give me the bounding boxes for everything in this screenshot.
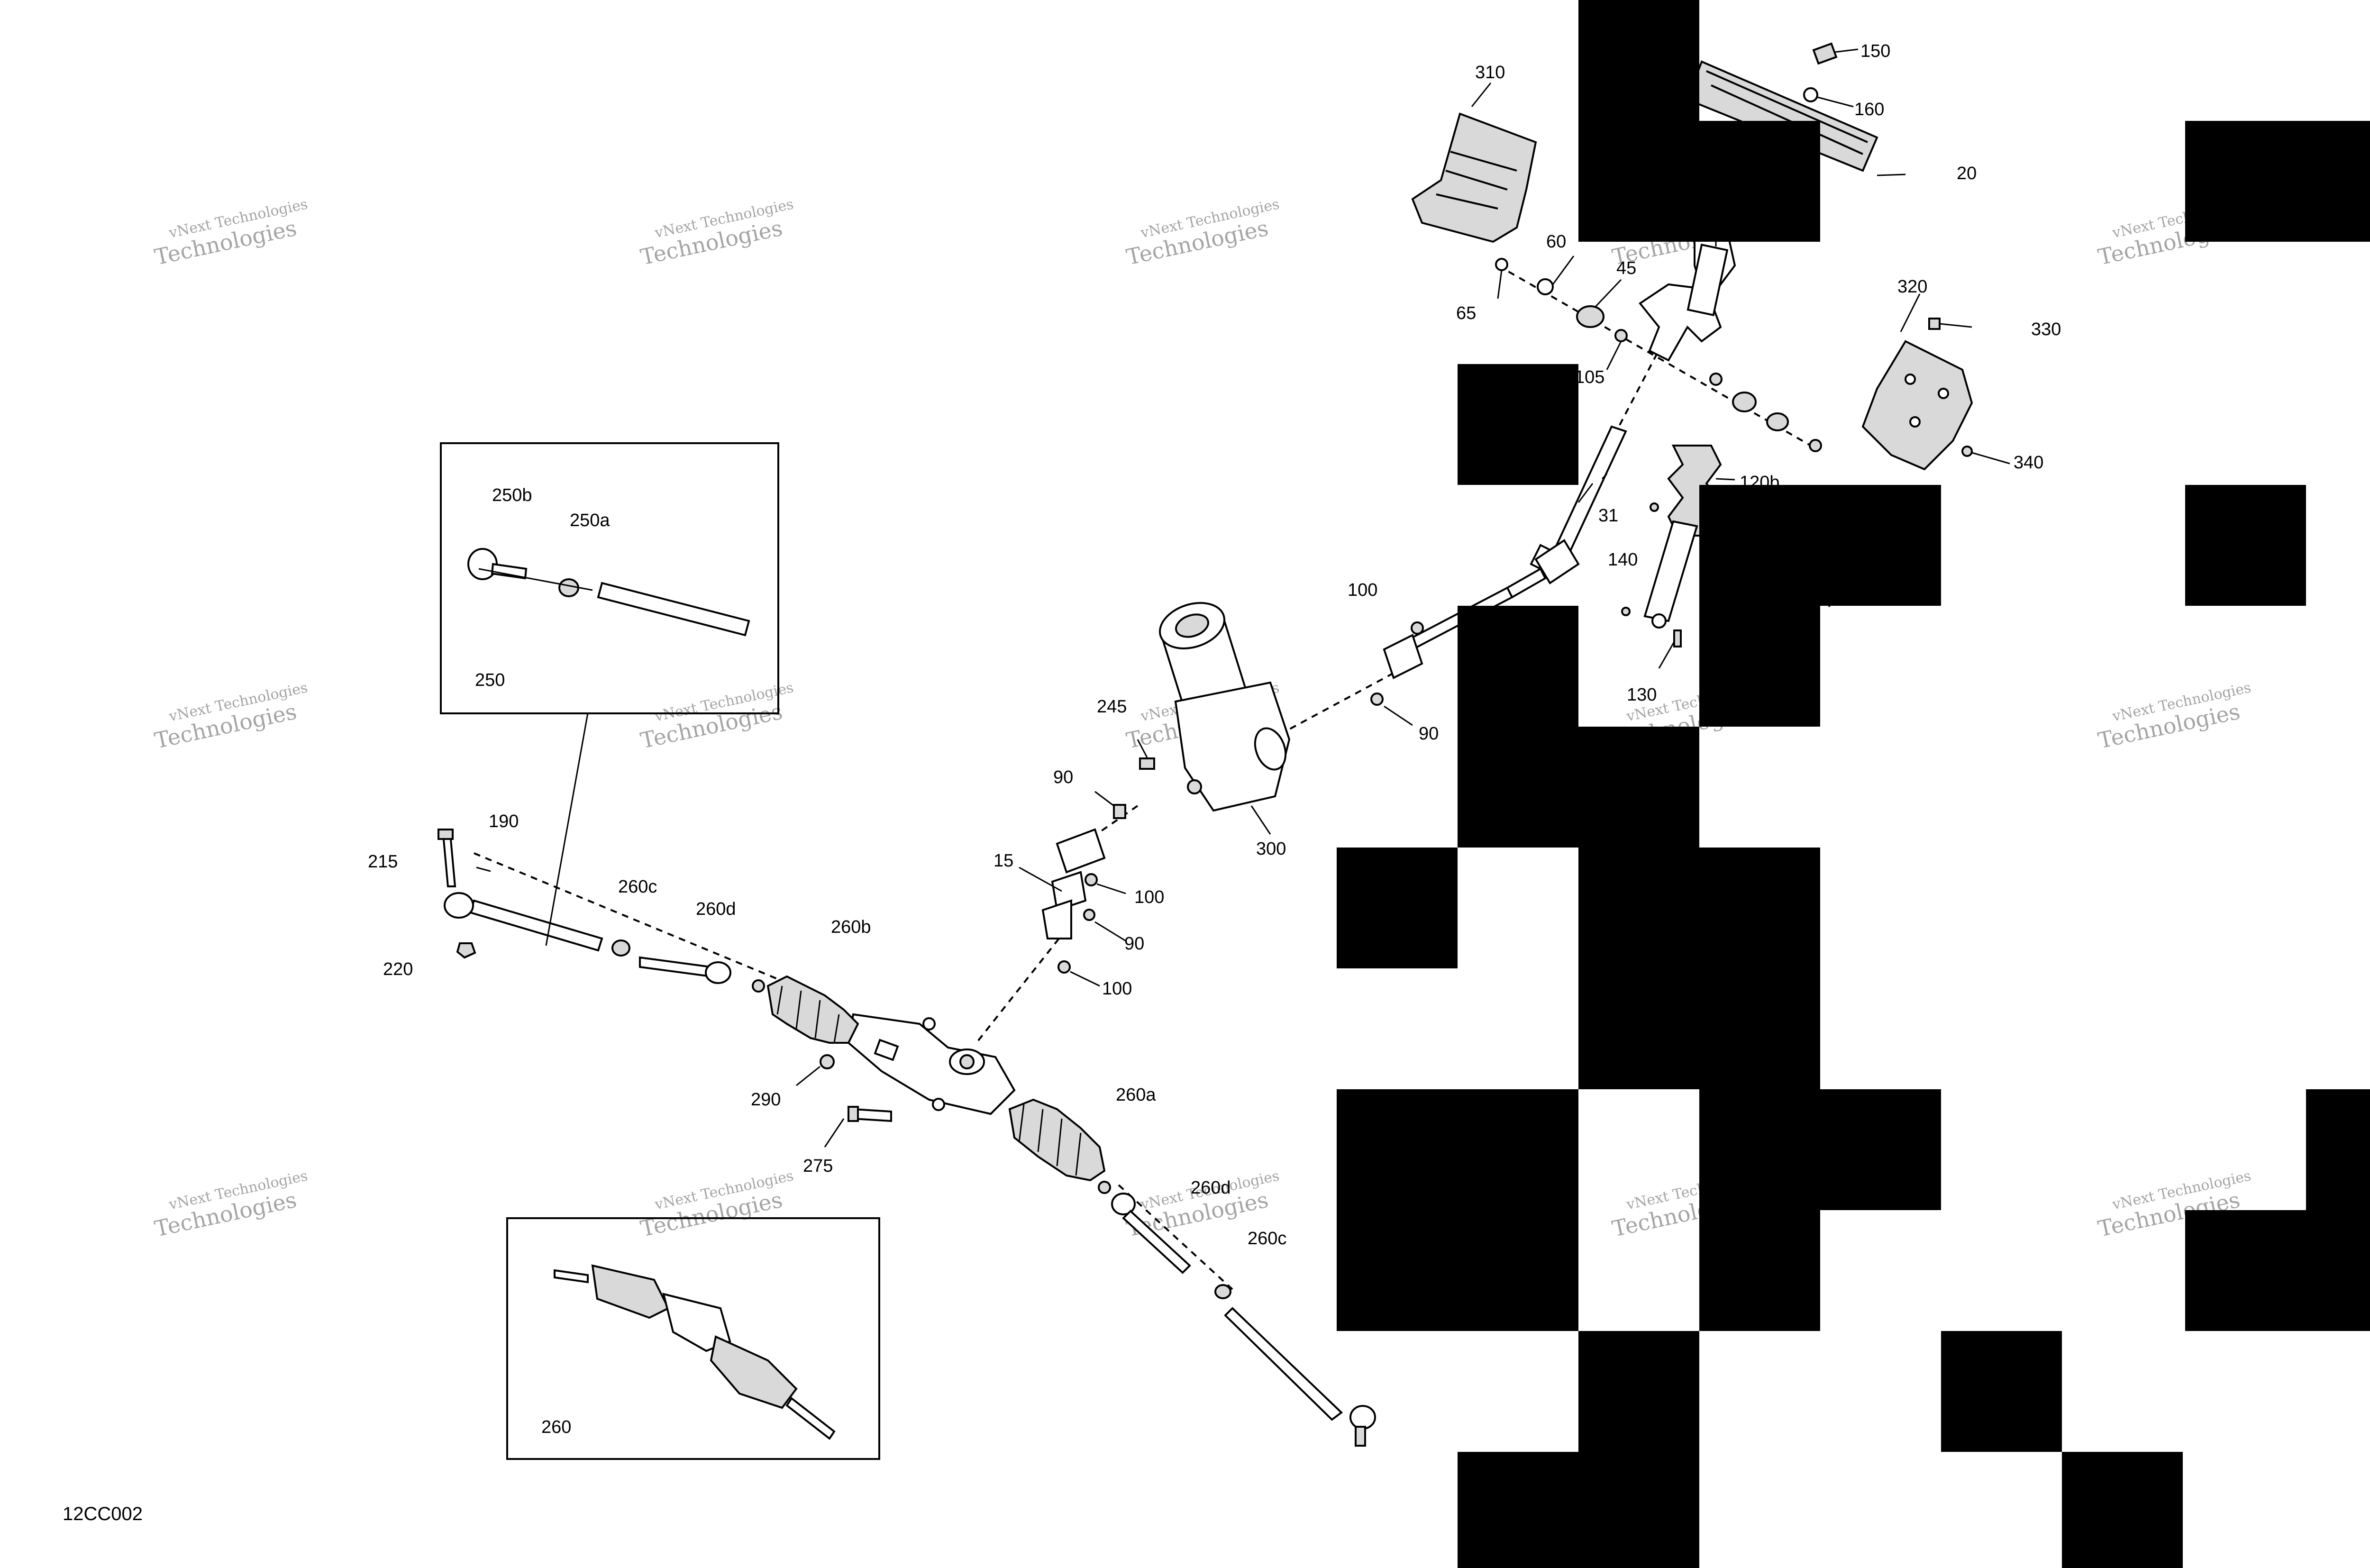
- callout-245: 245: [1097, 697, 1127, 717]
- document-id: 12CC002: [63, 1504, 143, 1524]
- tilt-bracket: [1639, 243, 1729, 362]
- nut-100-low: [1057, 960, 1100, 987]
- bolt-275: [824, 1106, 892, 1148]
- callout-260d-left: 260d: [696, 899, 736, 919]
- callout-260: 260: [541, 1417, 571, 1437]
- screw-330: [1928, 318, 1972, 330]
- watermark: vNext Technologies Technologies: [152, 1167, 309, 1241]
- watermark: vNext Technologies Technologies: [638, 196, 795, 270]
- bolt-90-low: [1083, 909, 1126, 942]
- spacer-60: [1537, 255, 1575, 295]
- callout-45: 45: [1616, 258, 1636, 278]
- eps-motor-300: [1158, 602, 1291, 835]
- callout-260b: 260b: [831, 917, 871, 937]
- jam-nut-260c-right: [1214, 1284, 1231, 1299]
- callout-320: 320: [1897, 277, 1927, 297]
- bushing-45: [1576, 279, 1622, 328]
- callout-100-mid: 100: [1134, 887, 1164, 907]
- callout-260c-right: 260c: [1248, 1229, 1286, 1249]
- callout-250b: 250b: [492, 485, 532, 505]
- universal-joint-15: [1019, 828, 1106, 939]
- nut-105: [1606, 329, 1628, 370]
- watermark: vNext Technologies Technologies: [2096, 679, 2252, 753]
- outer-tie-rod-right: [1224, 1307, 1376, 1447]
- watermark: vNext Technologies Technologies: [152, 679, 309, 753]
- wheel-bolt-150: [1812, 42, 1859, 65]
- nut-290: [796, 1054, 835, 1086]
- watermark: vNext Technologies Technologies: [1124, 196, 1281, 270]
- callout-90-mid: 90: [1053, 767, 1073, 787]
- callout-100-low: 100: [1102, 979, 1132, 999]
- callout-190: 190: [489, 811, 519, 831]
- damper-140: [1621, 502, 1698, 629]
- callout-250a: 250a: [570, 511, 610, 530]
- callout-60: 60: [1546, 232, 1566, 252]
- inset-tie-rod-250: [440, 442, 779, 946]
- callout-31: 31: [1598, 506, 1618, 526]
- boot-260b: [766, 975, 859, 1044]
- callout-340: 340: [2014, 453, 2043, 473]
- jam-nut-260c-left: [611, 939, 630, 957]
- callout-100-top: 100: [1348, 580, 1377, 600]
- pin-190: [476, 866, 491, 872]
- callout-260c-left: 260c: [618, 877, 657, 897]
- inset-rack-260: [506, 1217, 880, 1460]
- callout-300: 300: [1256, 839, 1286, 859]
- callout-15: 15: [994, 851, 1013, 871]
- bolt-215: [438, 829, 456, 887]
- boot-260a: [1008, 1098, 1106, 1182]
- watermark: vNext Technologies Technologies: [152, 196, 309, 270]
- bracket-hardware: [1709, 373, 1822, 452]
- watermark: vNext Technologies Technologies: [638, 1167, 795, 1241]
- clamp-small-right: [1098, 1181, 1111, 1194]
- clamp-small-left: [752, 979, 765, 993]
- column-cover-310: [1411, 82, 1537, 243]
- nut-100-mid: [1085, 873, 1126, 894]
- inner-tie-rod-right: [1111, 1193, 1191, 1274]
- callout-65: 65: [1456, 303, 1476, 323]
- screw-340: [1961, 446, 2010, 465]
- callout-330: 330: [2031, 319, 2061, 339]
- nut-220: [456, 942, 476, 959]
- nut-100-top: [1370, 693, 1413, 726]
- callout-250: 250: [475, 670, 505, 690]
- outer-tie-rod-left: [444, 892, 603, 952]
- callout-20: 20: [1957, 164, 1977, 183]
- callout-260a: 260a: [1116, 1085, 1156, 1105]
- callout-labels: 150 160 20 310 60 45 65 105 320 330 340 …: [368, 41, 2061, 1437]
- bolt-245: [1137, 739, 1155, 770]
- callout-220: 220: [383, 959, 413, 979]
- callout-130: 130: [1627, 685, 1657, 705]
- callout-90-low: 90: [1124, 934, 1144, 954]
- watermark: vNext Technologies Technologies: [638, 679, 795, 753]
- bolt-90-top: [1411, 621, 1424, 635]
- bolt-130: [1658, 629, 1682, 669]
- column-cover-320: [1861, 293, 1973, 471]
- callout-90-top: 90: [1419, 724, 1439, 744]
- wheel-washer-160: [1803, 87, 1854, 108]
- callout-215: 215: [368, 852, 398, 872]
- callout-160: 160: [1854, 100, 1884, 119]
- callout-105: 105: [1575, 367, 1604, 387]
- callout-290: 290: [751, 1090, 781, 1110]
- steering-rack: [847, 1013, 1016, 1115]
- redaction-blocks: [1337, 0, 2370, 1568]
- bolt-65: [1495, 258, 1508, 299]
- callout-150: 150: [1860, 41, 1890, 61]
- callout-310: 310: [1475, 63, 1505, 82]
- bolt-90-mid: [1094, 791, 1126, 819]
- callout-140: 140: [1608, 550, 1638, 570]
- inner-tie-rod-left: [639, 956, 731, 984]
- callout-120b: 120b: [1740, 473, 1780, 492]
- callout-260d-right: 260d: [1191, 1178, 1231, 1198]
- callout-275: 275: [803, 1156, 833, 1176]
